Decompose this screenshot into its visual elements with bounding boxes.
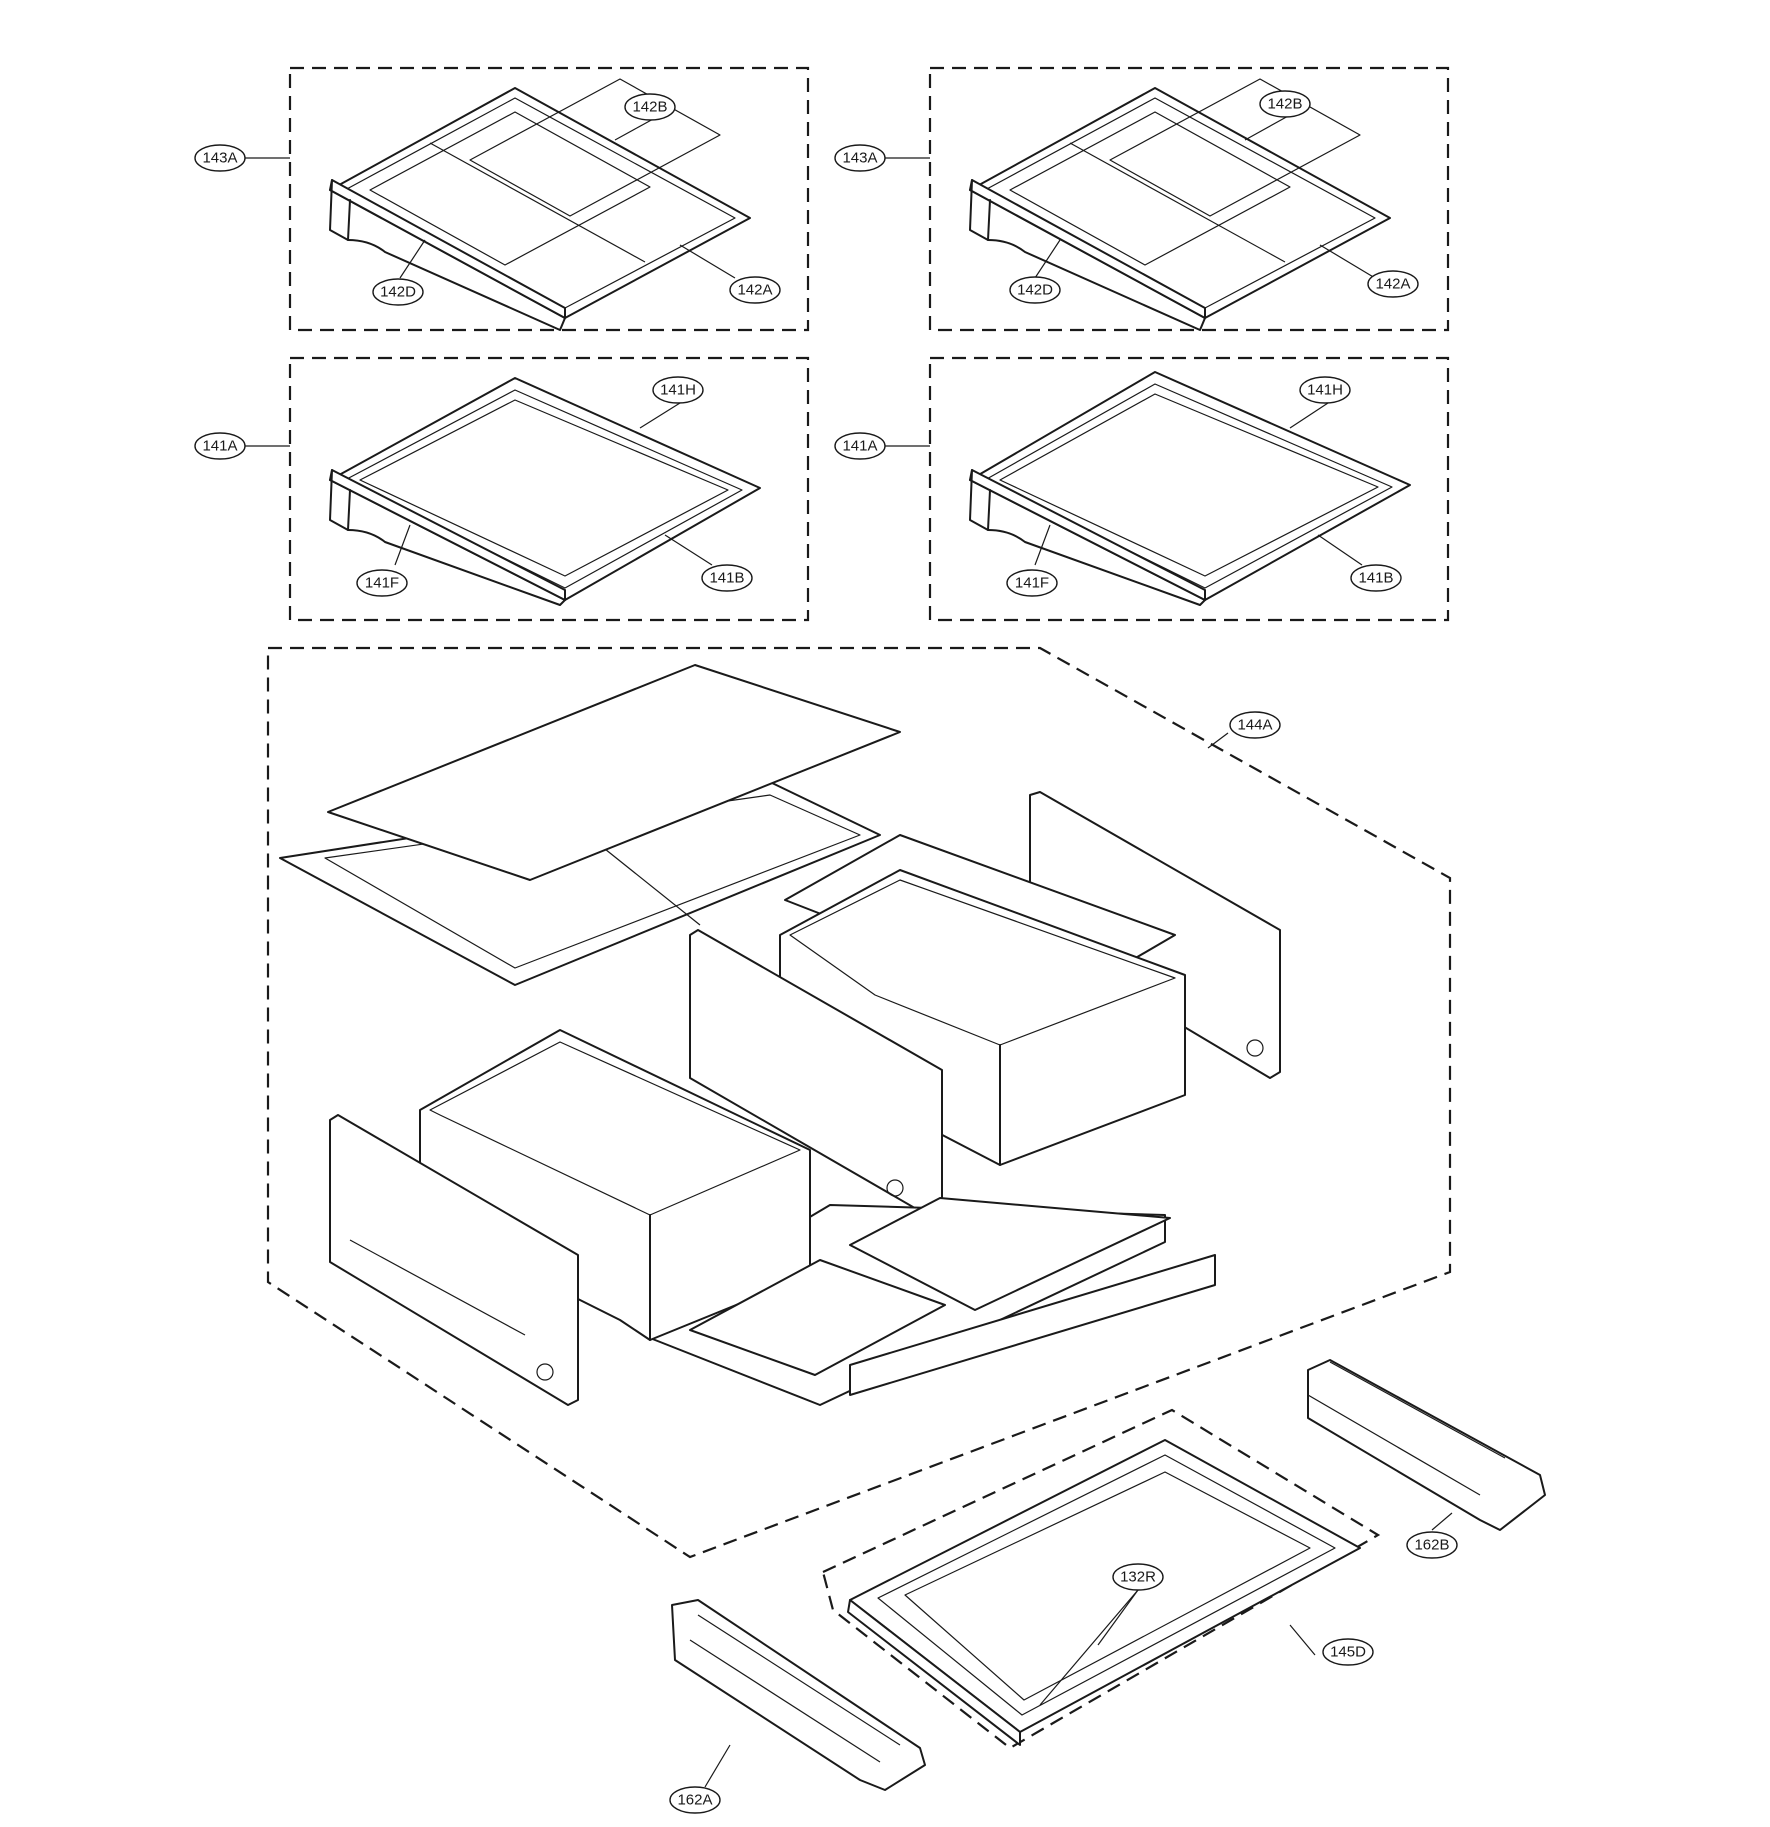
callout-141b-left: 141B bbox=[701, 564, 753, 592]
callout-141a-right: 141A bbox=[834, 432, 886, 460]
svg-text:142D: 142D bbox=[380, 284, 416, 301]
callout-142b-right: 142B bbox=[1259, 90, 1311, 118]
svg-text:141A: 141A bbox=[842, 438, 877, 455]
svg-text:141H: 141H bbox=[1307, 382, 1343, 399]
svg-text:141F: 141F bbox=[1015, 575, 1049, 592]
callout-142a-left: 142A bbox=[729, 276, 781, 304]
callout-143a-right: 143A bbox=[834, 144, 886, 172]
svg-text:142A: 142A bbox=[737, 282, 772, 299]
shelf-143a-left bbox=[288, 66, 810, 332]
svg-text:132R: 132R bbox=[1120, 1569, 1156, 1586]
callout-141f-left: 141F bbox=[356, 569, 408, 597]
callout-142a-right: 142A bbox=[1367, 270, 1419, 298]
callout-142b-left: 142B bbox=[624, 93, 676, 121]
svg-text:142A: 142A bbox=[1375, 276, 1410, 293]
svg-text:144A: 144A bbox=[1237, 717, 1272, 734]
svg-text:141H: 141H bbox=[660, 382, 696, 399]
svg-text:162B: 162B bbox=[1414, 1537, 1449, 1554]
svg-text:143A: 143A bbox=[202, 150, 237, 167]
svg-text:142D: 142D bbox=[1017, 282, 1053, 299]
leader-lines bbox=[245, 114, 1453, 1788]
callout-142d-right: 142D bbox=[1009, 276, 1061, 304]
svg-text:141B: 141B bbox=[1358, 570, 1393, 587]
svg-text:141B: 141B bbox=[709, 570, 744, 587]
callout-141b-right: 141B bbox=[1350, 564, 1402, 592]
tray-145d bbox=[821, 1408, 1381, 1750]
svg-text:162A: 162A bbox=[677, 1792, 712, 1809]
callout-144a: 144A bbox=[1229, 711, 1281, 739]
callout-132r: 132R bbox=[1112, 1563, 1164, 1591]
callout-143a-left: 143A bbox=[194, 144, 246, 172]
svg-text:141F: 141F bbox=[365, 575, 399, 592]
callout-142d-left: 142D bbox=[372, 278, 424, 306]
svg-text:143A: 143A bbox=[842, 150, 877, 167]
callout-162a: 162A bbox=[669, 1786, 721, 1814]
side-track-162b bbox=[1307, 1359, 1546, 1531]
svg-text:142B: 142B bbox=[1267, 96, 1302, 113]
callout-145d: 145D bbox=[1322, 1638, 1374, 1666]
callout-141h-left: 141H bbox=[652, 376, 704, 404]
callout-141h-right: 141H bbox=[1299, 376, 1351, 404]
callout-162b: 162B bbox=[1406, 1531, 1458, 1559]
side-track-162a bbox=[671, 1599, 926, 1791]
shelf-141a-right bbox=[928, 356, 1450, 622]
callout-141a-left: 141A bbox=[194, 432, 246, 460]
svg-text:141A: 141A bbox=[202, 438, 237, 455]
shelf-143a-right bbox=[928, 66, 1450, 332]
svg-text:145D: 145D bbox=[1330, 1644, 1366, 1661]
callout-141f-right: 141F bbox=[1006, 569, 1058, 597]
svg-text:142B: 142B bbox=[632, 99, 667, 116]
crisper-assembly-144a bbox=[266, 646, 1452, 1559]
shelf-141a-left bbox=[288, 356, 810, 622]
